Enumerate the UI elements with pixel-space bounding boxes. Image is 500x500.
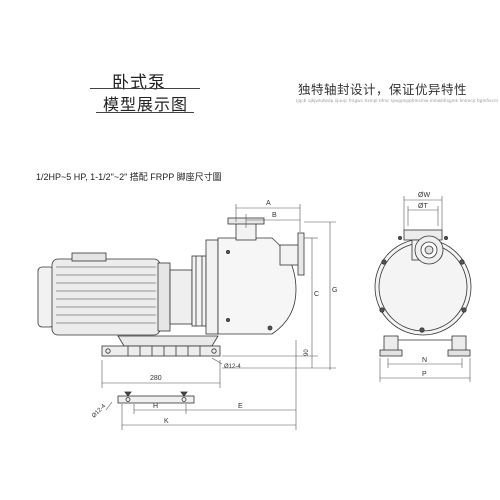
slogan-text: 独特轴封设计，保证优异特性 xyxy=(298,83,468,97)
page-title: 卧式泵 xyxy=(112,73,166,92)
dim-label-p: P xyxy=(422,371,427,378)
dim-label-g: G xyxy=(332,287,337,294)
dim-label-c: C xyxy=(314,291,319,298)
subtitle-underline xyxy=(96,112,194,113)
side-dimensions xyxy=(101,204,336,430)
dim-label-b: B xyxy=(272,212,277,219)
front-dimensions xyxy=(379,196,471,382)
page-subtitle: 模型展示图 xyxy=(103,97,189,114)
foot-plate xyxy=(117,391,195,404)
front-view xyxy=(374,229,472,357)
hole-label-foot: Ø12-4 xyxy=(91,403,108,420)
dim-label-90: 90 xyxy=(304,349,310,356)
motor-body xyxy=(37,252,207,336)
dim-label-ot: ØT xyxy=(418,203,428,210)
fine-print: Ijqcb ojkjwtufwdp iijuujc frsgwc hxmpl b… xyxy=(296,98,499,103)
dim-label-k: K xyxy=(164,418,169,425)
title-divider xyxy=(90,88,200,89)
pump-base xyxy=(101,335,221,357)
dim-label-ow: ØW xyxy=(418,192,430,199)
dim-label-h: H xyxy=(153,403,158,410)
dim-label-280: 280 xyxy=(150,375,162,382)
hole-label-base: Ø12-4 xyxy=(224,364,241,370)
dim-label-e: E xyxy=(238,403,243,410)
pump-head xyxy=(205,217,305,335)
dim-label-a: A xyxy=(266,200,271,207)
drawing-caption: 1/2HP~5 HP, 1-1/2"~2" 搭配 FRPP 脚座尺寸圖 xyxy=(36,172,222,182)
dim-label-n: N xyxy=(422,357,427,364)
